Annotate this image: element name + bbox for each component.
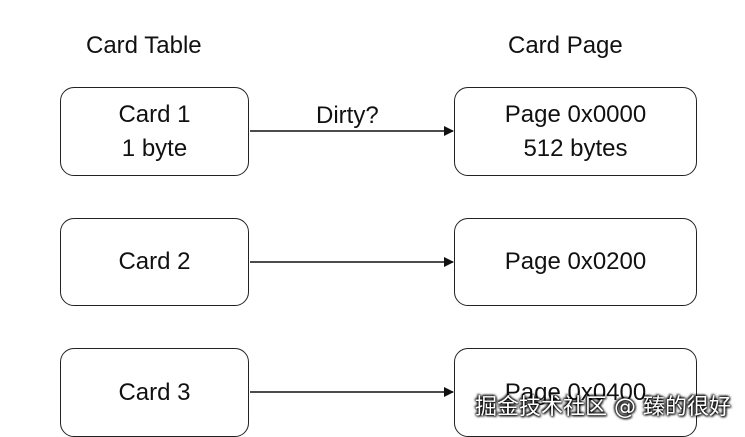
watermark: 掘金技术社区 @ 臻的很好 bbox=[475, 395, 731, 420]
page-0x0400-label: Page 0x0400 bbox=[504, 378, 647, 406]
page-0x0400-box: Page 0x0400 bbox=[454, 348, 697, 437]
card-3-box: Card 3 bbox=[60, 348, 249, 437]
card-2-label: Card 2 bbox=[118, 248, 191, 275]
card-3-label: Card 3 bbox=[118, 378, 191, 406]
card-table-title: Card Table bbox=[86, 32, 202, 59]
card-page-title: Card Page bbox=[508, 32, 623, 59]
page-0x0000-box: Page 0x0000 512 bytes bbox=[454, 87, 697, 176]
page-0x0200-box: Page 0x0200 bbox=[454, 218, 697, 306]
page-0x0200-label: Page 0x0200 bbox=[504, 248, 647, 275]
card-1-box: Card 1 1 byte bbox=[60, 87, 249, 176]
card-1-label: Card 1 bbox=[118, 100, 191, 128]
card-2-box: Card 2 bbox=[60, 218, 249, 306]
page-0x0000-size: 512 bytes bbox=[523, 134, 628, 162]
page-0x0000-label: Page 0x0000 bbox=[504, 100, 647, 128]
card-1-size: 1 byte bbox=[121, 134, 188, 162]
dirty-edge-label: Dirty? bbox=[316, 102, 379, 129]
